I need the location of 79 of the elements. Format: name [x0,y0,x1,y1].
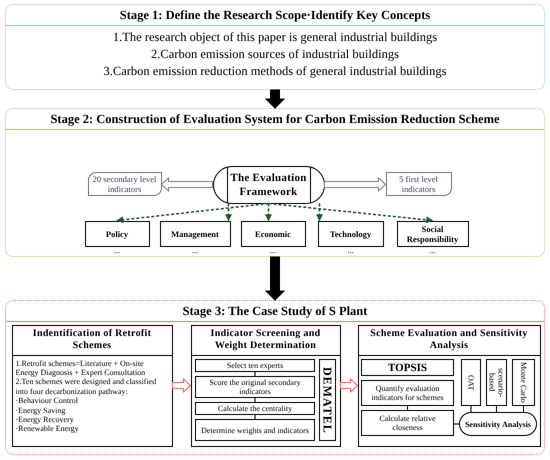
process-box [361,380,454,406]
box-label: Economic [255,228,291,238]
vertical-label: Monte Carlo [519,362,528,403]
process-box [195,359,315,372]
stage-panel [5,300,545,455]
hollow-arrow [324,176,386,192]
stage-panel [5,4,545,90]
note-box [386,172,452,196]
box-label: Quantify evaluation indicators for schemes [370,384,444,402]
vertical-label: OAT [466,374,476,390]
connector-line [254,398,256,402]
method-box [512,359,535,406]
connector-line [496,406,497,412]
step-panel [190,324,340,446]
dashed-arrow [225,204,232,222]
method-box [486,359,507,406]
step-panel [358,324,540,446]
panel-heading: Indentification of Retrofit Schemes [12,326,172,356]
list-item: 2.Ten schemes were designed and classified into four decarbonization pathway: [16,377,158,396]
dashed-arrow [316,204,323,222]
box-label: Score the original secondary indicators [208,378,302,396]
framework-capsule [212,166,324,204]
vertical-label: DEMATEL [320,366,336,434]
box-label: TOPSIS [388,362,427,374]
list-item: 1.Retrofit schemes=Literature + On-site Energy Diagnosis + Expert Consultation [16,358,146,378]
stage-heading: Stage 3: The Case Study of S Plant [6,301,544,322]
box-label: Calculate relative closeness [378,414,437,432]
block-arrow [264,256,286,301]
step-panel [12,324,172,446]
method-box [361,359,454,376]
dashed-arrow [268,202,434,224]
method-box [319,359,336,441]
stage-heading: Stage 2: Construction of Evaluation System for Carbon Emission Reduction Scheme [6,109,544,130]
connector-line [254,414,256,420]
panel-heading: Indicator Screening and Weight Determination [192,326,340,356]
panel-heading: Scheme Evaluation and Sensitivity Analysis [358,326,540,356]
box-label: 5 first level indicators [398,174,439,194]
box-label: Social Responsibility [406,224,460,244]
connector-line [254,372,256,376]
ellipsis: ... [346,246,354,254]
box-label: Determine weights and indicators [201,426,309,434]
list-item: 1.The research object of this paper is general industrial buildings [112,29,438,46]
connector-line [470,406,472,412]
ellipsis: ... [191,246,199,254]
framework-label: The Evaluation Framework [229,170,308,198]
list-item: 3.Carbon emission reduction methods of general industrial buildings [102,63,448,80]
analysis-pill [459,412,537,436]
stage-panel [5,108,545,257]
process-box [195,376,315,398]
list-item: 2.Carbon emission sources of industrial buildings [150,46,400,63]
note-box [88,172,162,196]
box-label: Calculate the centrality [218,404,292,413]
box-label: Technology [330,228,372,238]
block-arrow [264,90,286,109]
hollow-arrow [172,378,192,394]
process-box [195,402,315,415]
connector-line [407,406,408,410]
dashed-arrow [265,204,272,222]
hollow-arrow [160,176,213,192]
vertical-label: scenario-based [488,366,506,400]
list-item: ·Behaviour Control [16,396,79,406]
list-item: ·Energy Recovery [16,414,75,424]
box-label: Management [171,228,219,238]
process-box [361,410,454,436]
dashed-arrow [116,202,269,224]
list-item: ·Energy Saving [16,406,66,415]
box-label: Policy [106,228,128,238]
hollow-arrow [340,378,358,394]
list-item: ·Renewable Energy [16,424,80,434]
ellipsis: ... [428,246,436,254]
connector-line [523,406,524,412]
ellipsis: ... [113,246,121,254]
ellipsis: ... [269,246,277,254]
method-box [461,359,481,406]
box-label: Sensitivity Analysis [464,420,531,428]
process-box [195,419,315,441]
box-label: Select ten experts [226,361,284,370]
box-label: 20 secondary level indicators [92,174,158,194]
stage-heading: Stage 1: Define the Research Scope·Identify Key Concepts [6,5,544,26]
